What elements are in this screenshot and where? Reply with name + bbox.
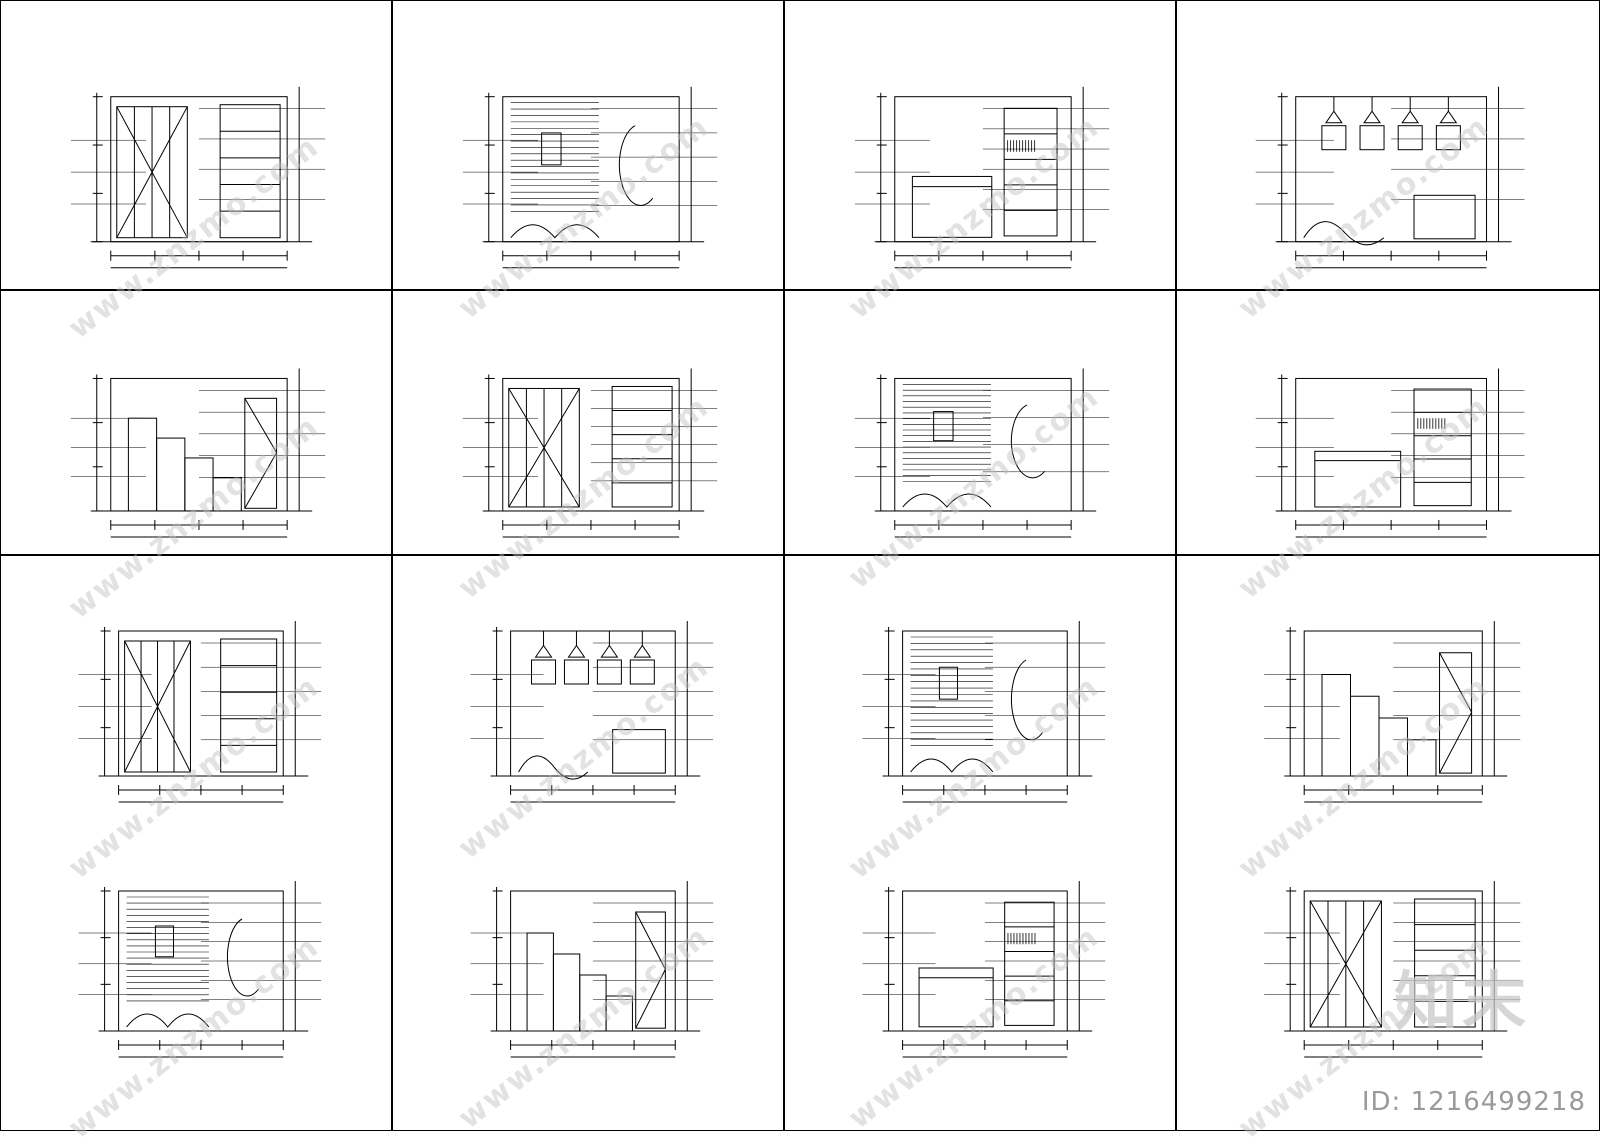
elevation-svg xyxy=(1264,621,1521,1058)
drawing-panel xyxy=(1176,0,1600,290)
elevation-drawing xyxy=(862,881,1106,1058)
drawing-panel xyxy=(0,555,392,1131)
drawing-panel xyxy=(392,0,784,290)
elevation-svg xyxy=(854,86,1110,269)
elevation-drawing xyxy=(78,881,322,1058)
elevation-svg xyxy=(462,86,718,269)
elevation-drawing xyxy=(854,368,1110,538)
drawing-panel xyxy=(392,555,784,1131)
elevation-drawing xyxy=(78,621,322,803)
elevation-drawing xyxy=(1264,881,1521,1058)
elevation-drawing xyxy=(462,368,718,538)
drawing-panel xyxy=(0,290,392,555)
elevation-drawing xyxy=(70,86,326,269)
elevation-svg xyxy=(862,621,1106,1058)
elevation-svg xyxy=(70,368,326,538)
elevation-svg xyxy=(1255,368,1525,538)
drawing-panel xyxy=(392,290,784,555)
drawing-panel xyxy=(1176,290,1600,555)
elevation-svg xyxy=(854,368,1110,538)
elevation-drawing xyxy=(1255,368,1525,538)
elevation-svg xyxy=(78,621,322,1058)
elevation-svg xyxy=(470,621,714,1058)
drawing-panel xyxy=(784,0,1176,290)
drawing-panel xyxy=(784,290,1176,555)
elevation-drawing xyxy=(854,86,1110,269)
elevation-drawing xyxy=(70,368,326,538)
elevation-drawing xyxy=(862,621,1106,803)
elevation-drawing xyxy=(1255,86,1525,269)
elevation-drawing xyxy=(1264,621,1521,803)
drawing-panel xyxy=(784,555,1176,1131)
elevation-svg xyxy=(1255,86,1525,269)
elevation-drawing xyxy=(470,881,714,1058)
elevation-drawing xyxy=(462,86,718,269)
image-id-label: ID: 1216499218 xyxy=(1361,1087,1586,1117)
drawing-panel xyxy=(0,0,392,290)
elevation-svg xyxy=(70,86,326,269)
elevation-svg xyxy=(462,368,718,538)
drawing-panel xyxy=(1176,555,1600,1131)
brand-logo: 知末 xyxy=(1394,966,1530,1040)
elevation-drawing xyxy=(470,621,714,803)
